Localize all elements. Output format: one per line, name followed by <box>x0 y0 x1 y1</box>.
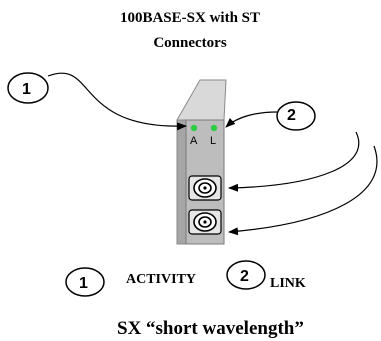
callout-link-arrow <box>225 111 278 128</box>
legend-link-label: LINK <box>270 276 306 291</box>
callout-activity-circle <box>7 72 49 104</box>
led-label-a: A <box>190 135 198 147</box>
callout-activity-arrow <box>47 72 187 131</box>
legend: 1 ACTIVITY 2 LINK <box>65 260 306 297</box>
st-connector-top <box>188 175 222 201</box>
callout-link-circle <box>276 101 316 131</box>
footer-caption: SX “short wavelength” <box>117 318 304 339</box>
callout-activity-number: 1 <box>22 81 31 98</box>
led-label-l: L <box>210 135 216 147</box>
st-connector-bottom <box>188 209 222 235</box>
connector-arrow-top <box>228 131 360 192</box>
activity-led <box>190 124 198 132</box>
callout-activity: 1 <box>7 72 187 131</box>
connector-arrow-bottom <box>228 145 378 236</box>
sx-module: A L <box>176 79 227 245</box>
link-led <box>210 124 218 132</box>
legend-link-circle <box>226 260 266 290</box>
module-top-bevel <box>176 79 227 121</box>
title-line-2: Connectors <box>153 35 226 51</box>
legend-activity-number: 1 <box>79 275 88 292</box>
title-line-1: 100BASE-SX with ST <box>120 10 260 26</box>
callout-link: 2 <box>225 101 316 131</box>
legend-activity-circle <box>65 267 105 297</box>
callout-link-number: 2 <box>287 107 296 124</box>
legend-activity-label: ACTIVITY <box>126 272 196 287</box>
legend-link-number: 2 <box>240 268 249 285</box>
